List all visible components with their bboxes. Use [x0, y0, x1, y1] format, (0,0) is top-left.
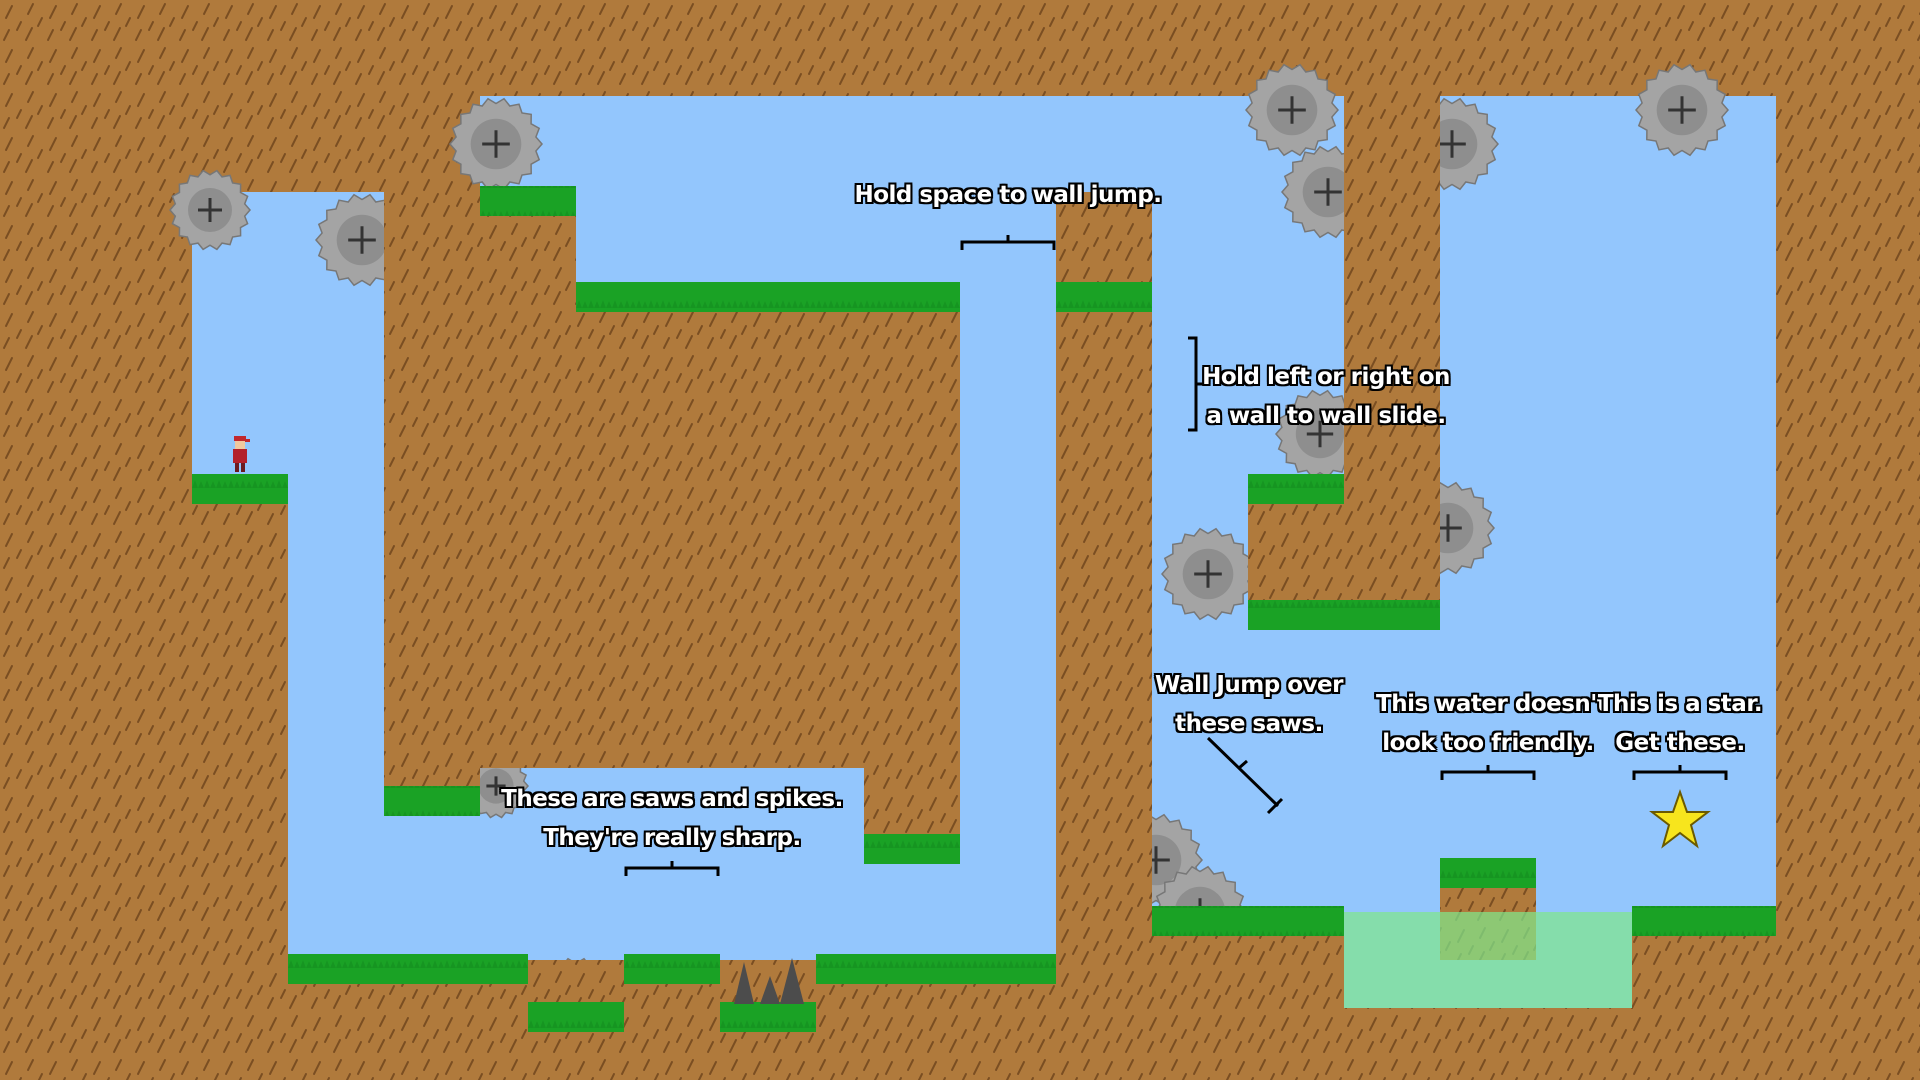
grass-start-ledge	[192, 474, 288, 504]
water-pool	[1344, 912, 1632, 1008]
tooltip-wall-slide: Hold left or right on a wall to wall sli…	[1202, 364, 1450, 429]
marker-water	[1440, 765, 1536, 780]
grass-wallslide-ledge	[1248, 474, 1344, 504]
grass-mid-ledge	[384, 786, 480, 816]
saw-blade-icon	[169, 169, 251, 251]
tooltip-wall-jump: Hold space to wall jump.	[854, 182, 1162, 208]
tooltip-markers	[624, 235, 1728, 876]
saw-blade-icon	[449, 97, 543, 191]
grass-water-pillar	[1440, 858, 1536, 888]
tooltip-water: This water doesn't look too friendly.	[1376, 691, 1608, 756]
grass-upper-ledge	[480, 186, 576, 216]
grass-floor-right	[816, 954, 1056, 984]
marker-jump-over	[1206, 736, 1284, 815]
grass-wallslide-bottom	[1248, 600, 1440, 630]
star-icon[interactable]	[1649, 788, 1711, 849]
grass-pit-spike	[720, 1002, 816, 1032]
saw-blade-icon	[1245, 63, 1339, 157]
grass-long-top	[576, 282, 960, 312]
grass-pit-saw	[528, 1002, 624, 1032]
player-character[interactable]	[233, 436, 250, 472]
saw-blade-icon	[1161, 527, 1255, 621]
spike-icon	[734, 962, 754, 1004]
spike-icon	[780, 958, 804, 1004]
marker-wall-jump	[960, 235, 1056, 250]
marker-wall-slide	[1188, 336, 1204, 432]
saw-blade-icon	[1275, 389, 1365, 479]
grass-saw-floor	[1152, 906, 1344, 936]
tooltip-jump-over-saws: Wall Jump over these saws.	[1155, 672, 1343, 737]
grass-star-floor	[1632, 906, 1776, 936]
tooltip-star: This is a star. Get these.	[1597, 691, 1763, 756]
spike-icon	[760, 976, 780, 1004]
marker-star	[1632, 765, 1728, 780]
dirt-blocks	[384, 96, 1776, 1080]
grass-inner-step	[864, 834, 960, 864]
grass-floor-mid	[624, 954, 720, 984]
grass-floor-left	[288, 954, 528, 984]
tooltip-saws-spikes: These are saws and spikes. They're reall…	[501, 786, 843, 851]
grass-platforms	[192, 186, 1776, 1032]
spikes	[734, 958, 804, 1004]
saw-blade-icon	[1635, 63, 1729, 157]
grass-right-of-gap	[1056, 282, 1152, 312]
marker-saws-spikes	[624, 861, 720, 876]
